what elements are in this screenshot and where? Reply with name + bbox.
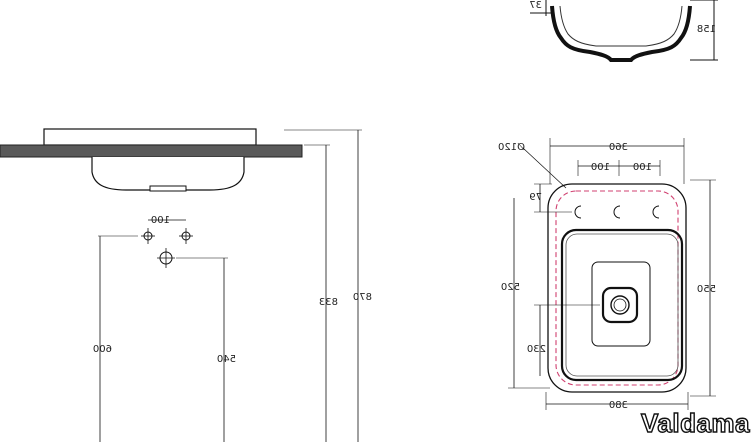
dim-380: 380 [609, 400, 628, 411]
dim-diameter: Ø120 [498, 141, 525, 153]
dim-100-side: 100 [151, 215, 170, 226]
dim-100-right: 100 [633, 162, 652, 173]
dim-37: 37 [529, 0, 542, 11]
dim-600: 600 [93, 344, 112, 355]
dim-870: 870 [353, 292, 372, 303]
basin-outer-outline [547, 183, 687, 393]
tap-hole-right [652, 205, 660, 219]
dim-550: 550 [697, 284, 716, 295]
dim-100-left: 100 [591, 162, 610, 173]
section-view-top: 37 158 [529, 0, 718, 62]
basin-bowl [91, 157, 245, 191]
drain-zone [591, 261, 651, 347]
brand-logo: Valdama [640, 407, 750, 438]
basin-rim [43, 128, 257, 146]
plan-view: 360 100 100 Ø120 [498, 138, 716, 411]
dim-540: 540 [217, 354, 236, 365]
dim-520: 520 [501, 282, 520, 293]
tap-hole-left-icon [141, 228, 155, 244]
drain-fitting [149, 185, 187, 192]
drain-plug-inner [610, 295, 630, 315]
dim-79: 79 [529, 192, 542, 203]
drain-outlet-icon [157, 248, 175, 268]
tap-hole-right-icon [179, 228, 193, 244]
cutout-dashed-line [555, 190, 679, 386]
tap-hole-left [574, 205, 582, 219]
drain-plug-outer [601, 286, 639, 324]
dim-360: 360 [609, 142, 628, 153]
dim-833: 833 [319, 297, 338, 308]
tap-hole-center [613, 205, 621, 219]
side-view: 100 600 540 [0, 128, 372, 442]
basin-section-outline [550, 5, 692, 62]
dim-158: 158 [697, 24, 716, 35]
dim-230: 230 [527, 344, 546, 355]
countertop [0, 144, 303, 158]
